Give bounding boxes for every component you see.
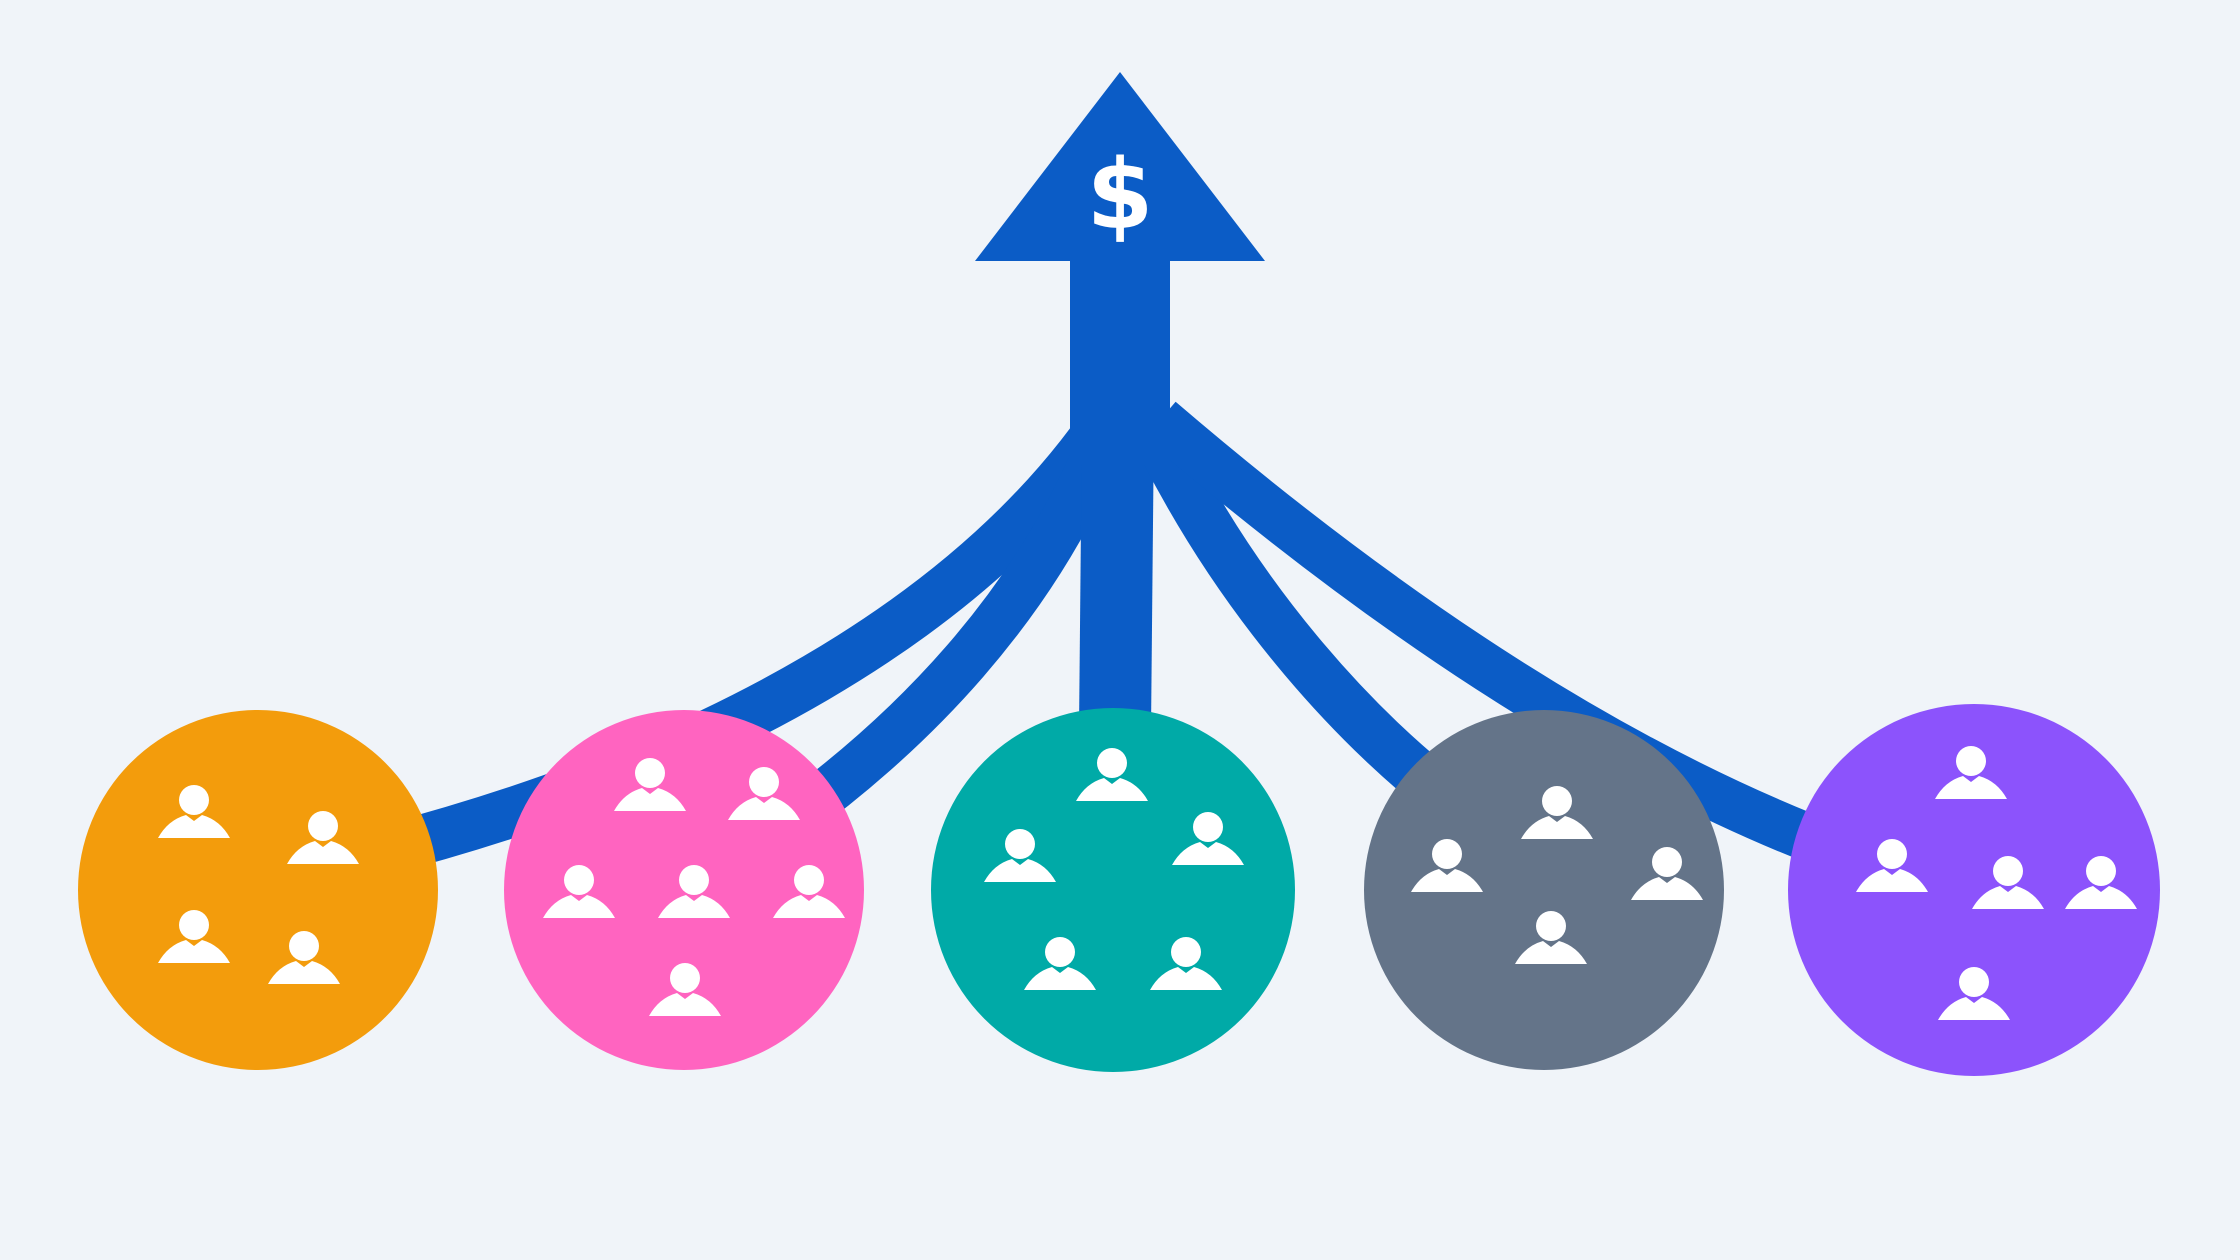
- group-purple: [1788, 704, 2160, 1076]
- stream-purple: [1144, 401, 1849, 873]
- stream-pink: [775, 411, 1133, 840]
- stream-orange: [358, 386, 1142, 880]
- group-teal: [931, 708, 1295, 1072]
- upward-arrow: $: [975, 72, 1265, 465]
- stream-teal: [1079, 419, 1154, 731]
- arrow-shaft: [1070, 255, 1170, 465]
- dollar-sign-icon: $: [1087, 139, 1154, 251]
- groups: [78, 704, 2160, 1076]
- group-slate: [1364, 710, 1724, 1070]
- group-circle-orange: [78, 710, 438, 1070]
- group-orange: [78, 710, 438, 1070]
- funding-streams: [358, 386, 1849, 880]
- group-circle-slate: [1364, 710, 1724, 1070]
- arrow-head: [975, 72, 1265, 261]
- group-circle-purple: [1788, 704, 2160, 1076]
- group-pink: [504, 710, 864, 1070]
